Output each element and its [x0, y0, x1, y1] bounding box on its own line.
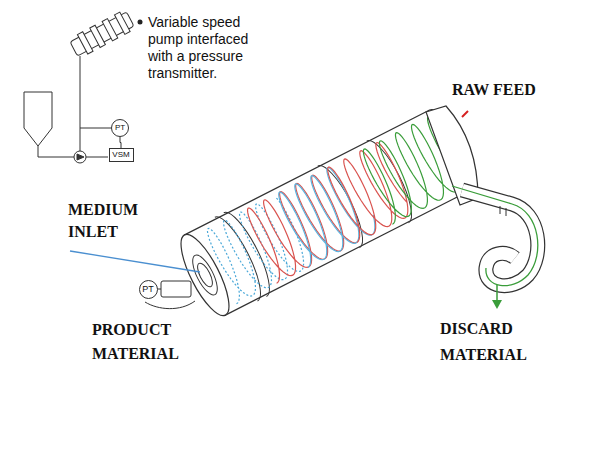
cyclone	[171, 102, 484, 323]
inset-wire	[86, 157, 108, 158]
pressure-transmitter: PT	[139, 280, 158, 299]
node-text: VSM	[112, 150, 129, 160]
inset-band	[90, 25, 106, 47]
discard-tube-inner	[462, 190, 538, 286]
node-text: PT	[115, 123, 125, 133]
discard-arrowhead	[492, 300, 502, 309]
inset-wire	[80, 128, 111, 129]
circle-outline	[112, 120, 129, 137]
cyclone-opening	[195, 261, 216, 289]
inset-cyclone-body	[70, 12, 134, 56]
inlet-pipe	[161, 281, 191, 297]
signal-wire	[120, 137, 121, 148]
box-outline	[109, 149, 133, 162]
inset-pump	[74, 151, 86, 163]
discard-flow	[452, 186, 538, 286]
flow-spiral	[271, 159, 381, 268]
stream-label: RAW FEED	[452, 80, 582, 100]
circle-outline	[139, 280, 157, 298]
inset-hopper	[24, 92, 52, 146]
inset-sketch	[24, 9, 135, 163]
speed-controller-box: VSM	[109, 148, 134, 162]
discard-arrow	[496, 285, 498, 301]
inset-pipe	[38, 146, 74, 157]
tube-joint	[500, 206, 506, 216]
pressure-transmitter: PT	[111, 119, 129, 137]
cyclone-body	[185, 104, 483, 315]
stream-label: MEDIUM INLET	[68, 199, 158, 243]
stream-label: DISCARD MATERIAL	[440, 316, 550, 368]
cyclone-opening	[188, 252, 222, 298]
product-line	[145, 301, 195, 309]
inset-cyclone	[69, 9, 136, 58]
inset-band	[77, 32, 93, 54]
flow-spiral	[240, 172, 356, 284]
inset-band	[102, 19, 118, 41]
medium-flow	[70, 251, 200, 272]
inset-pipe	[80, 56, 81, 151]
inset-pump-mark	[77, 154, 84, 160]
note-text: Variable speed pump interfaced with a pr…	[148, 14, 273, 82]
cyclone-band	[367, 135, 420, 223]
discard-tube	[462, 190, 538, 286]
node-text: PT	[142, 284, 154, 295]
feed-mark	[462, 111, 468, 117]
stream-label: PRODUCT MATERIAL	[92, 318, 202, 366]
inset-band	[114, 12, 130, 34]
bullet-dot	[138, 20, 143, 25]
